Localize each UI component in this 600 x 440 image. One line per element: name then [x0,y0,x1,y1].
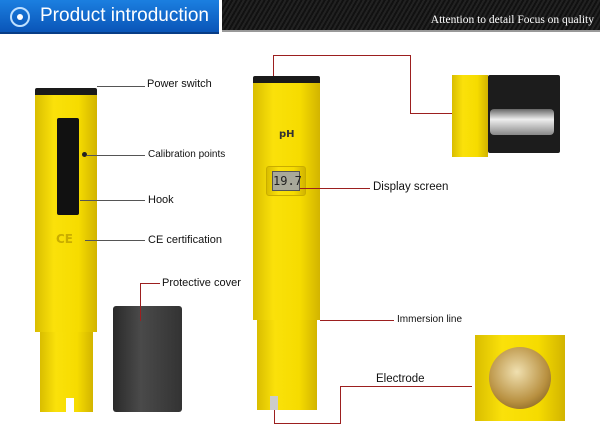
header-banner: Product introduction [0,0,219,34]
lcd-display: 19.7 [272,171,302,191]
pen-notch [66,398,74,412]
label-electrode: Electrode [376,373,425,385]
label-calibration-points: Calibration points [148,149,226,160]
power-switch-cap [35,88,97,95]
battery-compartment [452,75,562,157]
label-hook: Hook [148,194,174,206]
electrode-detail [475,335,565,421]
calibration-dot [82,152,87,157]
pen-lower [257,320,317,410]
label-protective-cover: Protective cover [162,277,241,289]
slogan: Attention to detail Focus on quality [430,14,594,26]
page-title: Product introduction [40,5,209,26]
hook [57,118,79,215]
label-display-screen: Display screen [373,181,449,193]
label-ce-certification: CE certification [148,234,222,246]
ce-mark: CE [56,232,74,246]
pen-notch [270,396,278,410]
target-icon [10,7,30,27]
protective-cover [113,306,182,412]
label-power-switch: Power switch [147,78,212,90]
pen-cap [253,76,320,83]
label-immersion-line: Immersion line [397,314,463,325]
pen-body [253,83,320,320]
slogan-banner: Attention to detail Focus on quality [222,0,600,32]
ph-label: pH [279,129,295,140]
